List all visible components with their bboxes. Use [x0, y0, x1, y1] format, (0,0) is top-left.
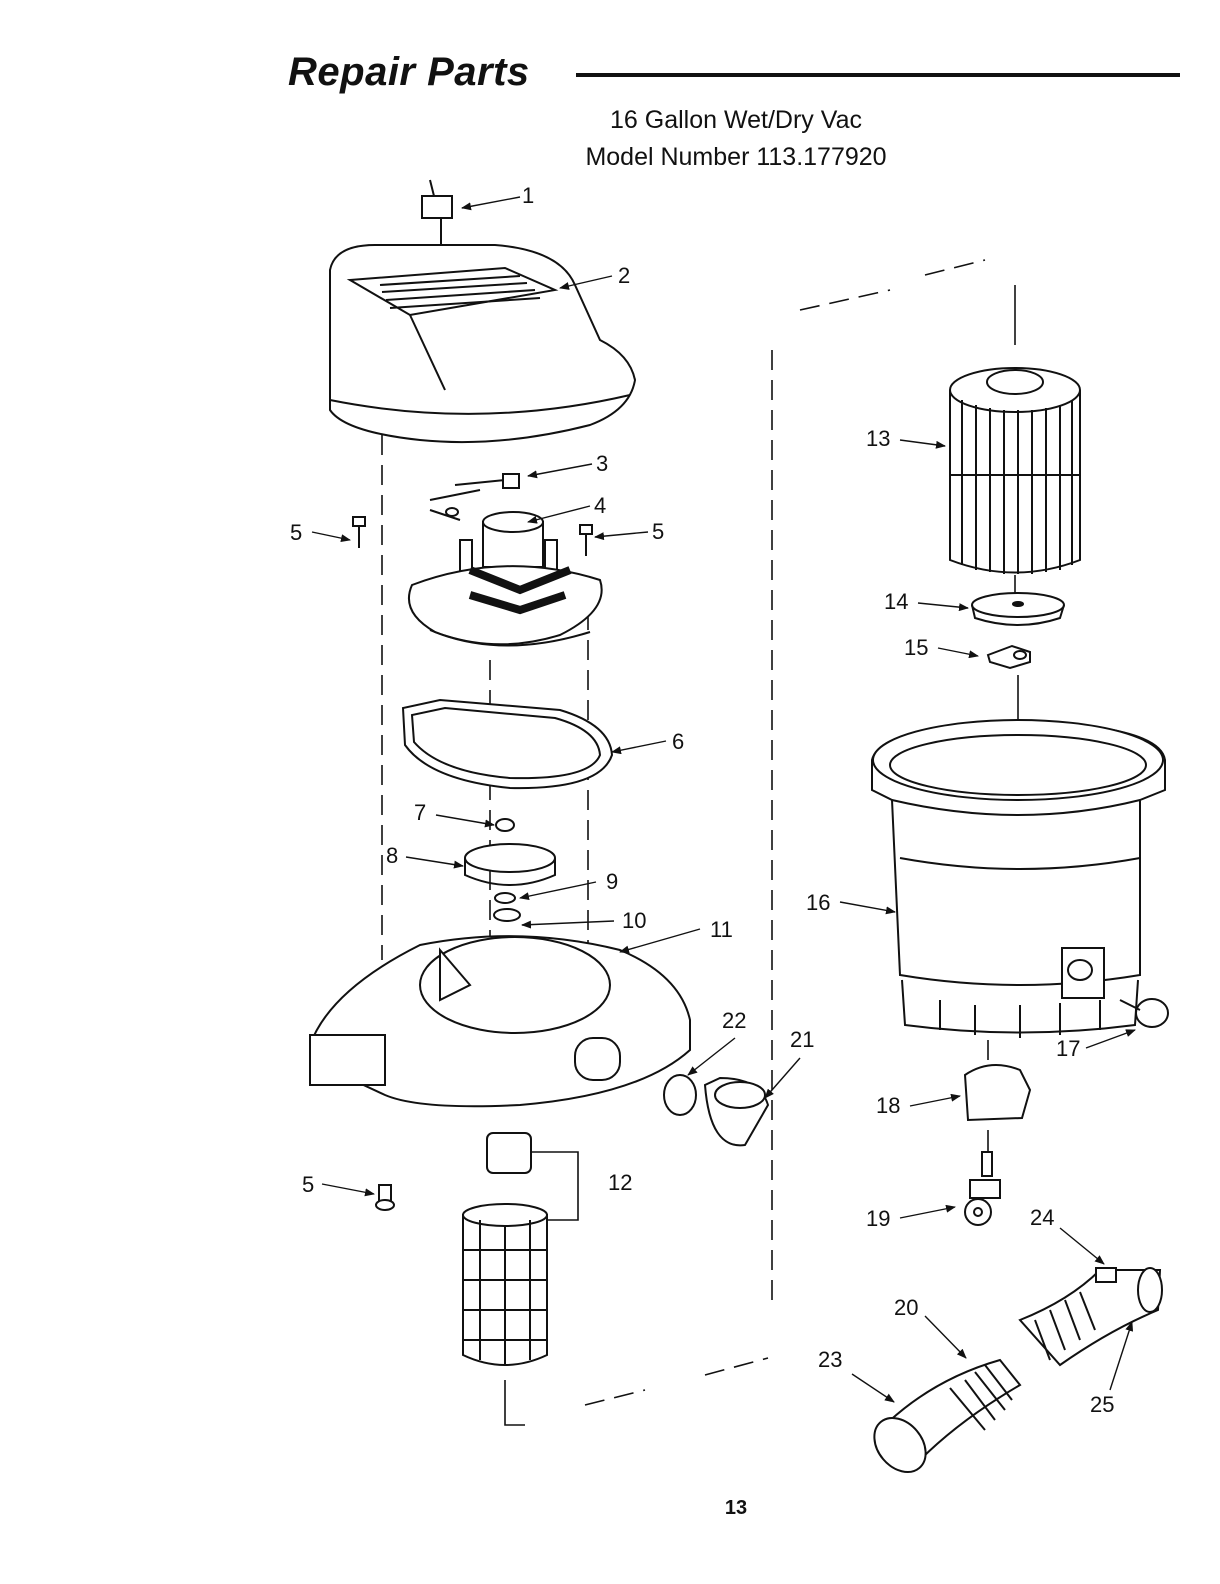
- title-rule: [576, 73, 1180, 77]
- callout-21: 21: [790, 1027, 814, 1052]
- part-cartridge-filter: [949, 285, 1081, 595]
- product-name: 16 Gallon Wet/Dry Vac: [610, 106, 862, 134]
- callout-1: 1: [522, 183, 534, 208]
- callout-16: 16: [806, 890, 830, 915]
- callout-leaders: [311, 196, 1136, 1403]
- page-title: Repair Parts: [288, 50, 530, 94]
- callout-20: 20: [894, 1295, 918, 1320]
- part-caster-foot: [963, 1040, 1032, 1155]
- callout-3: 3: [596, 451, 608, 476]
- callout-14: 14: [884, 589, 908, 614]
- part-retainer-and-float: [971, 592, 1065, 725]
- part-filter-cage: [462, 1132, 579, 1426]
- callout-17: 17: [1056, 1036, 1080, 1061]
- model-number: Model Number 113.177920: [585, 143, 887, 171]
- callout-19: 19: [866, 1206, 890, 1231]
- callout-7: 7: [414, 800, 426, 825]
- callout-15: 15: [904, 635, 928, 660]
- callout-2: 2: [618, 263, 630, 288]
- part-screws: [352, 516, 593, 1211]
- callout-18: 18: [876, 1093, 900, 1118]
- callout-25: 25: [1090, 1392, 1114, 1417]
- callout-4: 4: [594, 493, 606, 518]
- part-caster-wheel: [964, 1151, 1001, 1226]
- part-wiring: [429, 473, 520, 521]
- callout-10: 10: [622, 908, 646, 933]
- part-adapter-ring: [663, 1074, 770, 1147]
- part-collection-drum: [871, 719, 1166, 1038]
- page-number: 13: [724, 1497, 748, 1519]
- callout-12: 12: [608, 1170, 632, 1195]
- callout-5: 5: [652, 519, 664, 544]
- part-motor: [407, 511, 603, 647]
- callout-11: 11: [710, 917, 733, 942]
- callout-22: 22: [722, 1008, 746, 1033]
- callout-13: 13: [866, 426, 890, 451]
- callout-24: 24: [1030, 1205, 1054, 1230]
- callout-9: 9: [606, 869, 618, 894]
- callout-5: 5: [290, 520, 302, 545]
- part-hose-assembly: [873, 1267, 1163, 1473]
- part-motor-cover: [329, 244, 637, 444]
- part-gasket: [401, 698, 614, 790]
- callout-5: 5: [302, 1172, 314, 1197]
- callout-8: 8: [386, 843, 398, 868]
- callout-6: 6: [672, 729, 684, 754]
- callout-23: 23: [818, 1347, 842, 1372]
- part-nut-and-disc: [464, 818, 556, 922]
- part-drain-cap: [1119, 998, 1169, 1028]
- part-collection-lid: [309, 935, 691, 1108]
